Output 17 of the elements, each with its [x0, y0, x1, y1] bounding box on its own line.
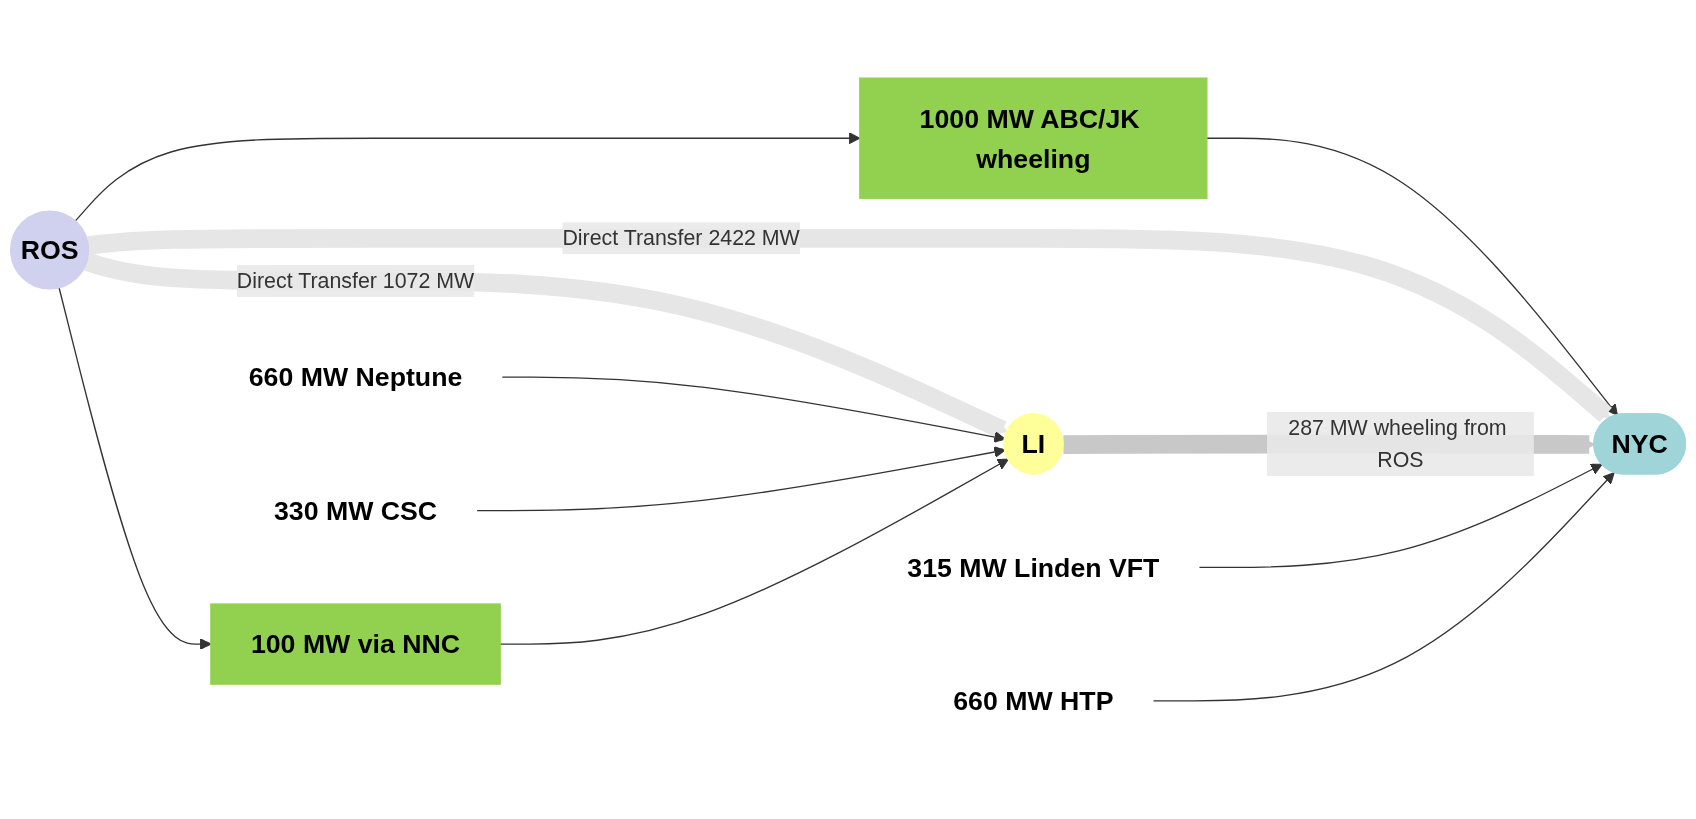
node-box: 1000 MW ABC/JK wheeling — [859, 77, 1208, 199]
node-text: 660 MW Neptune — [248, 362, 463, 392]
node-text: 660 MW HTP — [953, 686, 1114, 716]
node-circle: ROS — [10, 210, 90, 290]
arrow — [84, 252, 1008, 439]
node-text: 315 MW Linden VFT — [907, 552, 1160, 583]
arrow — [87, 228, 1612, 422]
arrow — [476, 446, 1006, 512]
edge-label: Direct Transfer 1072 MW — [236, 269, 475, 292]
edge-label: Direct Transfer 2422 MW — [562, 226, 800, 249]
edge-label: 287 MW wheeling from ROS — [1288, 415, 1507, 471]
node-box: 100 MW via NNC — [210, 603, 501, 685]
arrow — [501, 376, 1006, 443]
arrow — [1152, 472, 1615, 702]
node-text: 330 MW CSC — [273, 495, 438, 526]
arrow — [1206, 137, 1618, 416]
arrow — [1198, 463, 1603, 568]
